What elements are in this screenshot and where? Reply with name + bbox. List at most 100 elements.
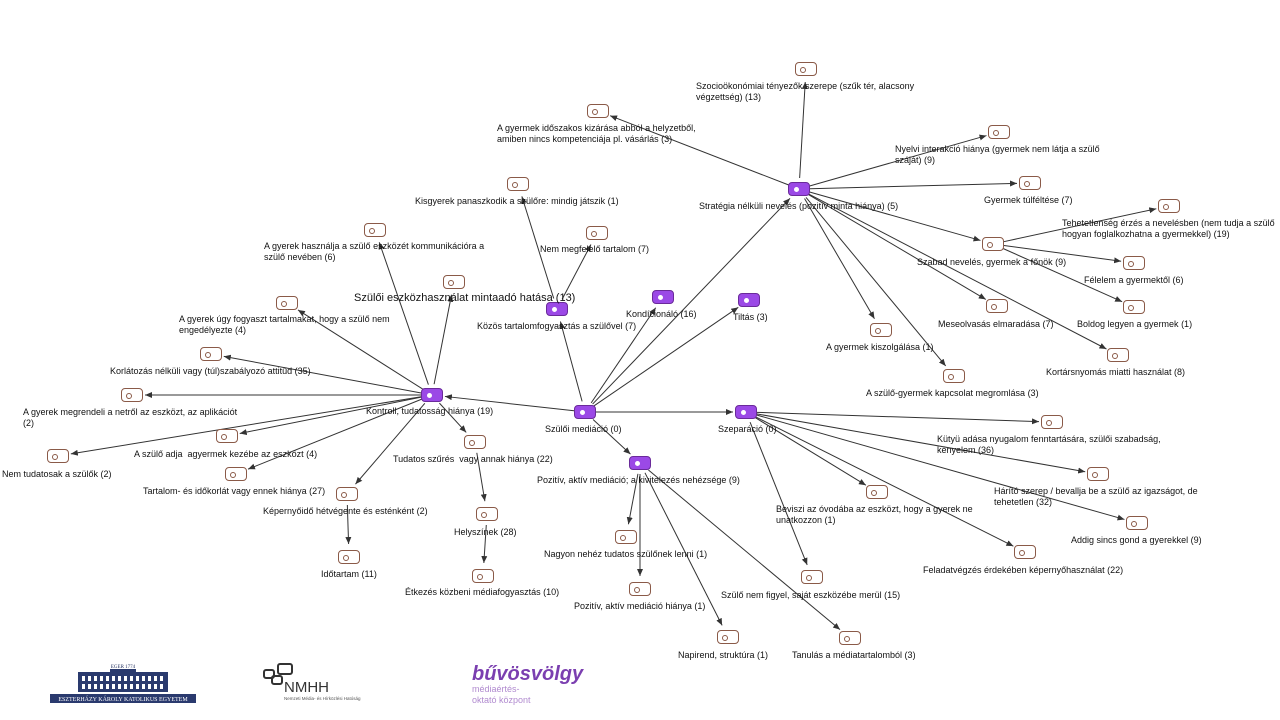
code-icon[interactable] <box>1123 256 1145 270</box>
buvosvolgy-text: bűvösvölgy <box>472 663 584 685</box>
buvosvolgy-sub1: médiaértés- <box>472 684 520 694</box>
university-top-text: EGER 1774 <box>111 665 136 670</box>
nmhh-text: NMHH <box>284 679 329 696</box>
edge-pozitiv-to-napirend <box>644 472 723 626</box>
code-icon[interactable] <box>587 104 609 118</box>
node-label: A szülő-gyermek kapcsolat megromlása (3) <box>866 388 1039 398</box>
category-icon[interactable] <box>738 293 760 307</box>
code-icon[interactable] <box>336 487 358 501</box>
code-icon[interactable] <box>1126 516 1148 530</box>
buvosvolgy-sub2: oktató központ <box>472 695 531 705</box>
code-icon[interactable] <box>1123 300 1145 314</box>
edge-szeparacio-to-beviszi <box>755 417 867 486</box>
node-label: Szülői mediáció (0) <box>545 424 622 434</box>
node-label: Nem megfelelő tartalom (7) <box>540 244 650 254</box>
code-icon[interactable] <box>988 125 1010 139</box>
node-label: A gyermek időszakos kizárása abból a hel… <box>497 123 696 144</box>
code-icon[interactable] <box>200 347 222 361</box>
code-icon[interactable] <box>47 449 69 463</box>
node-label: Nyelvi interakció hiánya (gyermek nem lá… <box>895 144 1100 165</box>
edge-kozos-to-kisgyerek <box>521 196 555 299</box>
edge-kontroll-to-tudatos_szures <box>439 402 467 433</box>
edge-szeparacio-to-feladatvegzes <box>755 416 1014 547</box>
code-icon[interactable] <box>839 631 861 645</box>
edge-szabad-to-boldog <box>1002 248 1123 303</box>
code-icon[interactable] <box>476 507 498 521</box>
category-icon[interactable] <box>652 290 674 304</box>
code-icon[interactable] <box>870 323 892 337</box>
code-icon[interactable] <box>986 299 1008 313</box>
code-icon[interactable] <box>1087 467 1109 481</box>
edge-strategia-to-nyelvi <box>809 134 987 187</box>
code-icon[interactable] <box>795 62 817 76</box>
code-icon[interactable] <box>586 226 608 240</box>
node-label: Szeparáció (0) <box>718 424 777 434</box>
edge-helyszinek-to-etkezes <box>481 524 488 564</box>
edge-strategia-to-idoszakos <box>609 115 789 186</box>
code-icon[interactable] <box>364 223 386 237</box>
code-icon[interactable] <box>216 429 238 443</box>
edge-szeparacio-to-kutyu <box>756 411 1040 425</box>
category-icon[interactable] <box>735 405 757 419</box>
edge-kontroll-to-nemtudatosak <box>70 396 422 456</box>
code-icon[interactable] <box>1014 545 1036 559</box>
code-icon[interactable] <box>717 630 739 644</box>
code-icon[interactable] <box>276 296 298 310</box>
node-label: Tiltás (3) <box>733 312 768 322</box>
university-logo: EGER 1774 ESZTERHÁZY KÁROLY KATOLIKUS EG… <box>50 665 196 703</box>
edge-kontroll-to-ugyfogyaszt <box>297 309 423 390</box>
code-icon[interactable] <box>121 388 143 402</box>
node-label: A gyerek úgy fogyaszt tartalmakat, hogy … <box>179 314 390 335</box>
code-icon[interactable] <box>338 550 360 564</box>
code-icon[interactable] <box>1107 348 1129 362</box>
code-icon[interactable] <box>1041 415 1063 429</box>
edge-kontroll-to-kepernyo_hetvege <box>355 403 426 485</box>
edge-kontroll-to-kommunikacio <box>378 242 429 385</box>
node-label: Nagyon nehéz tudatos szülőnek lenni (1) <box>544 549 708 559</box>
code-icon[interactable] <box>464 435 486 449</box>
code-icon[interactable] <box>866 485 888 499</box>
category-icon[interactable] <box>788 182 810 196</box>
code-icon[interactable] <box>1019 176 1041 190</box>
code-icon[interactable] <box>1158 199 1180 213</box>
code-icon[interactable] <box>982 237 1004 251</box>
code-icon[interactable] <box>443 275 465 289</box>
code-icon[interactable] <box>615 530 637 544</box>
node-label: Tanulás a médiatartalomból (3) <box>792 650 916 660</box>
nmhh-subtext: Nemzeti Média- és Hírközlési Hatóság <box>284 696 361 701</box>
edge-szuloi_mediacio-to-tiltas <box>593 306 739 407</box>
code-icon[interactable] <box>225 467 247 481</box>
node-label: A gyermek kiszolgálása (1) <box>826 342 934 352</box>
edge-kontroll-to-korlatozas <box>223 354 422 394</box>
code-icon[interactable] <box>943 369 965 383</box>
node-label: Tartalom- és időkorlát vagy ennek hiánya… <box>143 486 326 496</box>
category-icon[interactable] <box>629 456 651 470</box>
edge-kozos-to-nemmegfelelo <box>561 244 592 300</box>
code-icon[interactable] <box>629 582 651 596</box>
edge-kontroll-to-tartalom_idokorlat <box>247 398 422 470</box>
node-label: Időtartam (11) <box>321 569 377 579</box>
node-label: Kontroll, tudatosság hiánya (19) <box>366 406 494 416</box>
code-icon[interactable] <box>507 177 529 191</box>
nmhh-logo: NMHH Nemzeti Média- és Hírközlési Hatósá… <box>263 663 361 701</box>
edge-pozitiv-to-tanulas <box>648 469 841 631</box>
node-label: Nem tudatosak a szülők (2) <box>2 469 112 479</box>
node-label: Korlátozás nélküli vagy (túl)szabályozó … <box>110 366 311 376</box>
node-label: Szülő nem figyel, saját eszközébe merül … <box>721 590 901 600</box>
category-icon[interactable] <box>546 302 568 316</box>
category-icon[interactable] <box>421 388 443 402</box>
node-label: A gyerek megrendeli a netről az eszközt,… <box>23 407 238 428</box>
code-icon[interactable] <box>472 569 494 583</box>
edge-strategia-to-tulfeltes <box>809 180 1018 190</box>
edge-strategia-to-szabad <box>809 191 981 242</box>
node-label: Étkezés közbeni médiafogyasztás (10) <box>405 587 560 597</box>
code-icon[interactable] <box>801 570 823 584</box>
node-label: Szülői eszközhasználat mintaadó hatása (… <box>354 292 576 304</box>
node-label: Pozitív, aktív mediáció; a kivitelezés n… <box>537 475 740 485</box>
category-icon[interactable] <box>574 405 596 419</box>
node-label: A szülő adja agyermek kezébe az eszközt … <box>134 449 318 459</box>
node-label: Hárító szerep / bevallja be a szülő az i… <box>994 486 1198 507</box>
edge-szuloi_mediacio-to-kozos <box>559 321 583 402</box>
edge-szuloi_mediacio-to-kontroll <box>444 394 575 412</box>
